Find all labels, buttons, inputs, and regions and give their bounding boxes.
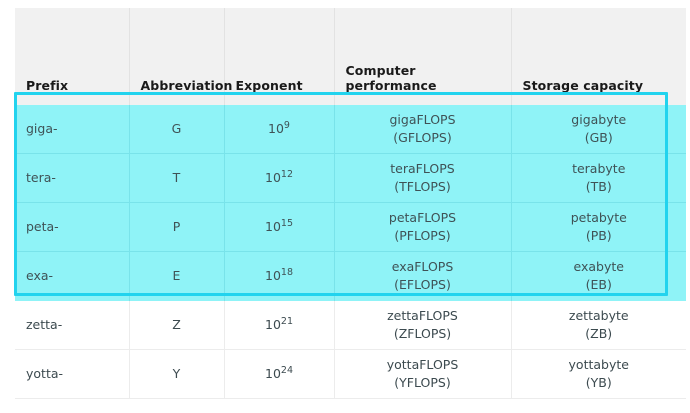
si-prefix-table: Prefix Abbreviation Exponent Computer pe… — [15, 8, 686, 399]
exponent-base: 10 — [265, 365, 281, 381]
performance-name: petaFLOPS — [388, 209, 457, 225]
cell-exponent: 1024 — [224, 349, 335, 399]
cell-exponent: 1012 — [224, 153, 335, 203]
table-header: Prefix Abbreviation Exponent Computer pe… — [15, 8, 686, 105]
column-header-abbreviation[interactable]: Abbreviation — [129, 8, 232, 105]
storage-name: exabyte — [573, 258, 624, 274]
cell-abbreviation: Y — [129, 349, 225, 399]
cell-computer-performance: teraFLOPS (TFLOPS) — [334, 153, 512, 203]
performance-name: zettaFLOPS — [387, 307, 458, 323]
cell-exponent: 1015 — [224, 202, 335, 252]
exponent-power: 21 — [280, 315, 293, 327]
cell-exponent: 109 — [224, 105, 335, 154]
cell-abbreviation: T — [129, 153, 225, 203]
storage-name: gigabyte — [571, 111, 627, 127]
storage-abbreviation: (GB) — [584, 130, 613, 145]
table-header-row: Prefix Abbreviation Exponent Computer pe… — [15, 8, 686, 105]
performance-name: teraFLOPS — [390, 160, 455, 176]
exponent-power: 24 — [280, 364, 293, 376]
cell-storage-capacity: terabyte (TB) — [511, 153, 686, 203]
cell-computer-performance: petaFLOPS (PFLOPS) — [334, 202, 512, 252]
exponent-power: 18 — [280, 266, 293, 278]
storage-abbreviation: (ZB) — [585, 326, 613, 341]
performance-abbreviation: (PFLOPS) — [394, 228, 451, 243]
cell-computer-performance: yottaFLOPS (YFLOPS) — [334, 349, 512, 399]
exponent-power: 9 — [283, 119, 290, 131]
cell-storage-capacity: gigabyte (GB) — [511, 105, 686, 154]
performance-abbreviation: (YFLOPS) — [394, 375, 451, 390]
cell-storage-capacity: exabyte (EB) — [511, 251, 686, 301]
cell-prefix: yotta- — [15, 349, 130, 399]
exponent-base: 10 — [265, 169, 281, 185]
exponent-power: 12 — [280, 168, 293, 180]
cell-abbreviation: G — [129, 105, 225, 154]
storage-abbreviation: (PB) — [585, 228, 612, 243]
exponent-base: 10 — [268, 120, 284, 136]
performance-abbreviation: (GFLOPS) — [393, 130, 452, 145]
storage-abbreviation: (YB) — [585, 375, 612, 390]
performance-name: yottaFLOPS — [386, 356, 459, 372]
cell-prefix: tera- — [15, 153, 130, 203]
cell-exponent: 1021 — [224, 300, 335, 350]
cell-prefix: exa- — [15, 251, 130, 301]
cell-abbreviation: Z — [129, 300, 225, 350]
cell-storage-capacity: zettabyte (ZB) — [511, 300, 686, 350]
storage-name: zettabyte — [568, 307, 629, 323]
cell-prefix: zetta- — [15, 300, 130, 350]
cell-exponent: 1018 — [224, 251, 335, 301]
storage-name: terabyte — [572, 160, 626, 176]
performance-abbreviation: (EFLOPS) — [394, 277, 451, 292]
exponent-base: 10 — [265, 218, 281, 234]
cell-computer-performance: exaFLOPS (EFLOPS) — [334, 251, 512, 301]
cell-computer-performance: gigaFLOPS (GFLOPS) — [334, 105, 512, 154]
performance-name: gigaFLOPS — [389, 111, 456, 127]
column-header-exponent[interactable]: Exponent — [224, 8, 335, 105]
cell-storage-capacity: yottabyte (YB) — [511, 349, 686, 399]
performance-name: exaFLOPS — [391, 258, 454, 274]
cell-computer-performance: zettaFLOPS (ZFLOPS) — [334, 300, 512, 350]
column-header-prefix[interactable]: Prefix — [15, 8, 130, 105]
cell-storage-capacity: petabyte (PB) — [511, 202, 686, 252]
storage-abbreviation: (EB) — [585, 277, 612, 292]
storage-name: yottabyte — [568, 356, 629, 372]
cell-abbreviation: P — [129, 202, 225, 252]
column-header-computer-performance[interactable]: Computer performance — [334, 8, 512, 105]
storage-name: petabyte — [570, 209, 627, 225]
cell-abbreviation: E — [129, 251, 225, 301]
performance-abbreviation: (TFLOPS) — [394, 179, 451, 194]
exponent-base: 10 — [265, 316, 281, 332]
performance-abbreviation: (ZFLOPS) — [393, 326, 452, 341]
cell-prefix: giga- — [15, 105, 130, 154]
exponent-power: 15 — [280, 217, 293, 229]
cell-prefix: peta- — [15, 202, 130, 252]
column-header-storage-capacity[interactable]: Storage capacity — [511, 8, 686, 105]
storage-abbreviation: (TB) — [585, 179, 612, 194]
exponent-base: 10 — [265, 267, 281, 283]
